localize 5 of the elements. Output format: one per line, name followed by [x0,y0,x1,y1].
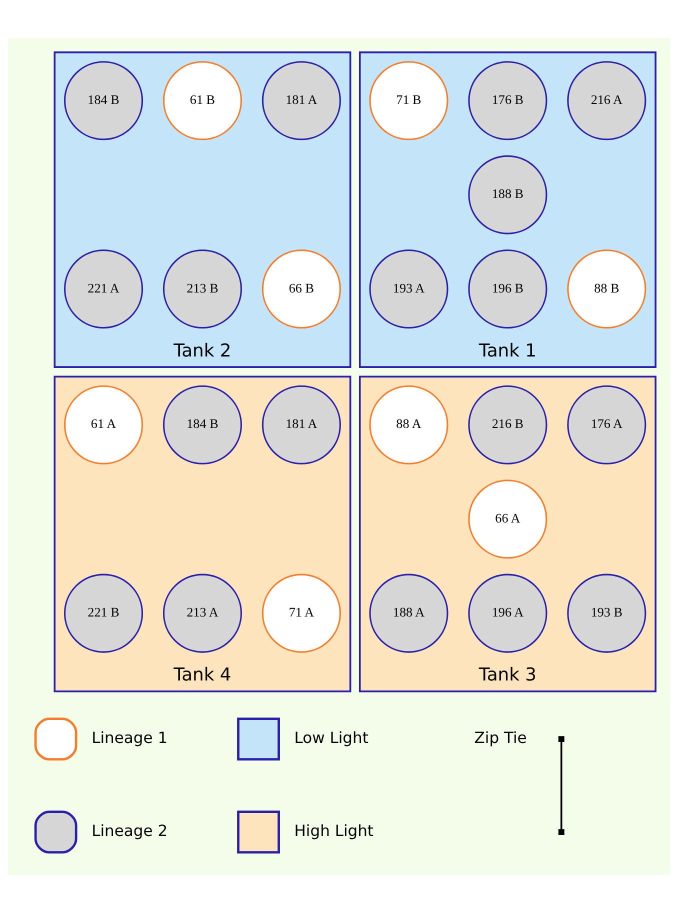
legend-label: Zip Tie [474,729,527,748]
legend-label: Lineage 1 [92,729,168,748]
legend-label: Lineage 2 [92,822,168,840]
legend-label: Low Light [294,729,368,748]
legend-label: High Light [294,822,374,840]
